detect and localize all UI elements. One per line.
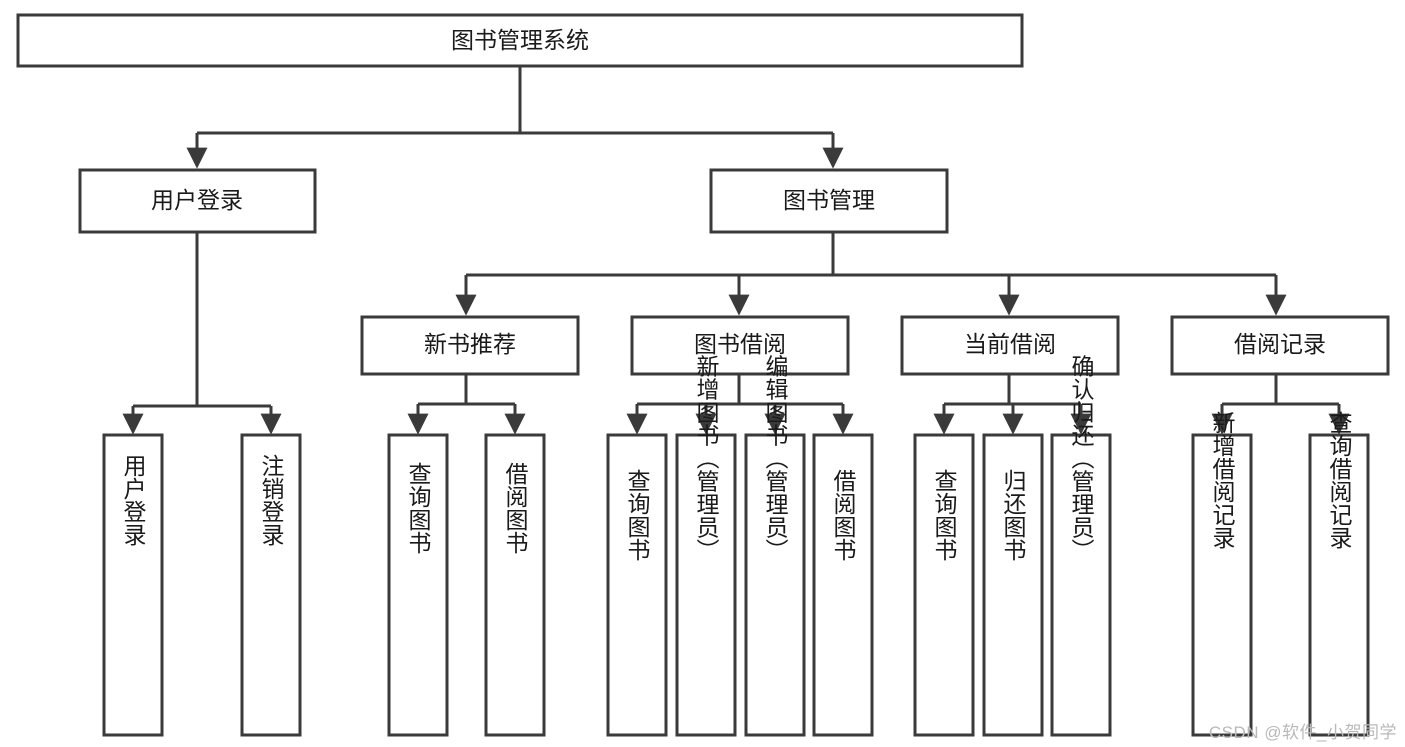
node-new-book-recommend[interactable]: 新书推荐 — [360, 315, 580, 376]
leaf-query-book-rec-label: 查询图书 — [405, 462, 432, 554]
leaf-query-book-borrow-box — [606, 433, 668, 737]
leaf-borrow-book-rec-label: 借阅图书 — [502, 462, 529, 554]
leaf-confirm-return-label: 确认归还（管理员） — [1068, 355, 1095, 562]
node-user-login-box — [78, 168, 317, 234]
node-book-borrow-box — [630, 315, 850, 376]
node-user-login[interactable]: 用户登录 — [78, 168, 317, 234]
edge-group-root — [186, 66, 844, 169]
node-book-management-label: 图书管理 — [783, 187, 875, 213]
node-user-login-label: 用户登录 — [151, 187, 243, 213]
node-book-borrow[interactable]: 图书借阅 — [630, 315, 850, 376]
leaf-node-query-book-rec[interactable]: 查询图书 — [387, 433, 449, 737]
leaf-logout-box — [240, 433, 302, 737]
edge-group-new-book-rec — [407, 374, 526, 435]
leaf-user-login-box — [102, 433, 164, 737]
leaf-node-logout[interactable]: 注销登录 — [240, 433, 302, 737]
leaf-add-borrow-record-label: 新增借阅记录 — [1209, 411, 1236, 549]
leaf-borrow-book-label: 借阅图书 — [830, 469, 857, 561]
node-book-borrow-label: 图书借阅 — [694, 331, 786, 357]
leaf-query-book-borrow-label: 查询图书 — [624, 469, 651, 561]
leaf-borrow-book-rec-box — [484, 433, 546, 737]
node-current-borrow[interactable]: 当前借阅 — [900, 315, 1120, 376]
leaf-logout-label: 注销登录 — [258, 454, 285, 546]
leaf-add-borrow-record-box — [1191, 433, 1253, 737]
leaf-edit-book-label: 编辑图书（管理员） — [762, 355, 789, 562]
node-root-box — [16, 13, 1024, 68]
edge-group-user-login — [122, 232, 282, 435]
leaf-node-user-login[interactable]: 用户登录 — [102, 433, 164, 737]
leaf-node-edit-book[interactable]: 编辑图书（管理员） — [744, 355, 806, 737]
leaf-node-confirm-return[interactable]: 确认归还（管理员） — [1050, 355, 1112, 737]
leaf-query-book-current-box — [913, 433, 975, 737]
leaf-query-book-current-label: 查询图书 — [931, 469, 958, 561]
edge-group-book-borrow — [626, 374, 854, 435]
node-borrow-record-box — [1170, 315, 1390, 376]
leaf-query-borrow-record-box — [1308, 433, 1370, 737]
leaf-node-query-borrow-record[interactable]: 查询借阅记录 — [1308, 411, 1370, 737]
edge-group-borrow-record — [1211, 374, 1350, 435]
node-new-book-recommend-label: 新书推荐 — [424, 331, 516, 357]
leaf-user-login-label: 用户登录 — [120, 454, 147, 546]
leaf-edit-book-box — [744, 433, 806, 737]
leaf-query-borrow-record-label: 查询借阅记录 — [1326, 411, 1353, 549]
node-book-management-box — [709, 168, 949, 234]
node-new-book-recommend-box — [360, 315, 580, 376]
node-borrow-record-label: 借阅记录 — [1234, 331, 1326, 357]
node-book-management[interactable]: 图书管理 — [709, 168, 949, 234]
leaf-node-query-book-current[interactable]: 查询图书 — [913, 433, 975, 737]
leaf-node-borrow-book-rec[interactable]: 借阅图书 — [484, 433, 546, 737]
leaf-node-add-borrow-record[interactable]: 新增借阅记录 — [1191, 411, 1253, 737]
leaf-node-return-book[interactable]: 归还图书 — [982, 433, 1044, 737]
edge-group-book-mgmt — [455, 232, 1287, 316]
node-root-label: 图书管理系统 — [451, 27, 589, 53]
leaf-return-book-label: 归还图书 — [1000, 469, 1027, 561]
leaf-add-book-box — [675, 433, 737, 737]
leaf-borrow-book-box — [812, 433, 874, 737]
leaf-confirm-return-box — [1050, 433, 1112, 737]
edge-group-current-borrow — [933, 374, 1092, 435]
leaf-node-borrow-book[interactable]: 借阅图书 — [812, 433, 874, 737]
leaf-add-book-label: 新增图书（管理员） — [693, 355, 720, 562]
node-root-system[interactable]: 图书管理系统 — [16, 13, 1024, 68]
leaf-node-add-book[interactable]: 新增图书（管理员） — [675, 355, 737, 737]
leaf-query-book-rec-box — [387, 433, 449, 737]
node-borrow-record[interactable]: 借阅记录 — [1170, 315, 1390, 376]
node-current-borrow-box — [900, 315, 1120, 376]
csdn-watermark: CSDN @软件_小贺同学 — [1208, 723, 1397, 742]
leaf-node-query-book-borrow[interactable]: 查询图书 — [606, 433, 668, 737]
leaf-return-book-box — [982, 433, 1044, 737]
node-current-borrow-label: 当前借阅 — [964, 331, 1056, 357]
